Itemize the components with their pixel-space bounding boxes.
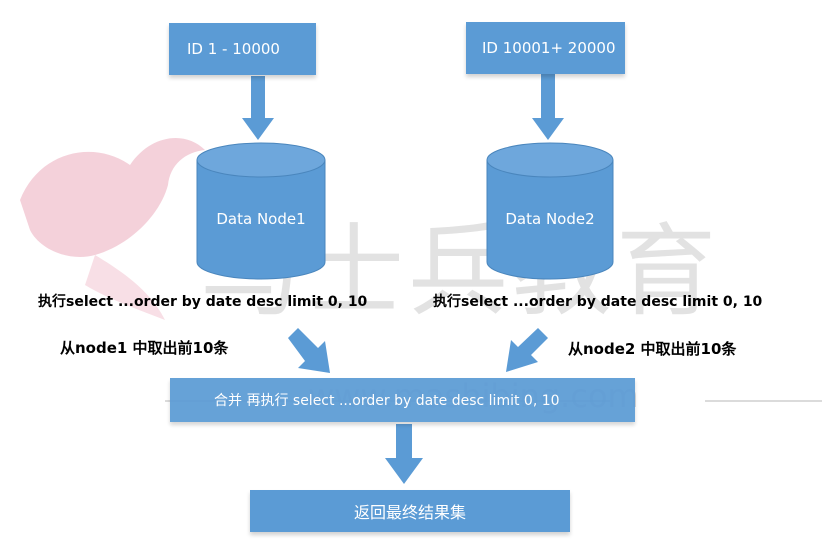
merge-label: 合并 再执行 select ...order by date desc limi… (214, 393, 560, 409)
result-label: 返回最终结果集 (353, 503, 466, 522)
data-node2-label: Data Node2 (505, 210, 595, 228)
id-range-label-1: ID 1 - 10000 (187, 40, 280, 58)
down-arrow-1-icon (242, 76, 274, 140)
result-box: 返回最终结果集 (250, 490, 570, 532)
diagonal-arrow-left-icon (288, 328, 330, 373)
data-node2-cylinder (486, 142, 614, 280)
id-range-box-2: ID 10001+ 20000 (466, 22, 625, 74)
data-node1-label: Data Node1 (216, 210, 306, 228)
watermark-logo-icon (20, 138, 205, 320)
query-label-2: 执行select ...order by date desc limit 0, … (433, 294, 763, 310)
id-range-box-1: ID 1 - 10000 (169, 23, 316, 75)
diagonal-arrow-right-icon (506, 328, 548, 372)
take-label-1: 从node1 中取出前10条 (60, 339, 229, 357)
down-arrow-3-icon (385, 424, 423, 484)
merge-box: 合并 再执行 select ...order by date desc limi… (170, 378, 635, 422)
take-label-2: 从node2 中取出前10条 (568, 340, 737, 358)
down-arrow-2-icon (532, 74, 564, 140)
query-label-1: 执行select ...order by date desc limit 0, … (38, 294, 368, 310)
data-node1-cylinder (196, 142, 326, 280)
id-range-label-2: ID 10001+ 20000 (482, 39, 616, 57)
